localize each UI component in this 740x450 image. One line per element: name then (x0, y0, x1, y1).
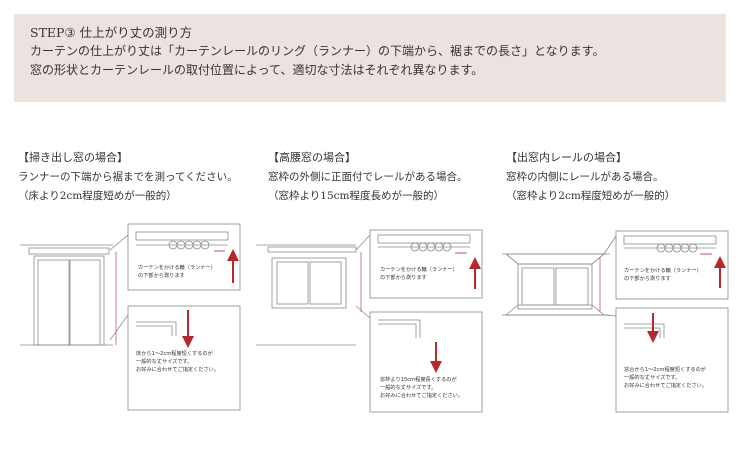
section-waist-window: 【高腰窓の場合】 窓枠の外側に正面付でレールがある場合。 （窓枠より15cm程度… (268, 148, 508, 206)
bay-window-rail-zoom (615, 230, 729, 300)
section-title: 【掃き出し窓の場合】 (18, 151, 128, 164)
floor-window-rail-zoom (127, 223, 241, 291)
step-title: STEP③ 仕上がり丈の測り方 (30, 25, 193, 40)
intro-panel: STEP③ 仕上がり丈の測り方 カーテンの仕上がり丈は「カーテンレールのリング（… (14, 14, 726, 102)
section-note: （窓枠より15cm程度長めが一般的） (268, 190, 444, 202)
floor-window-diagram (20, 234, 129, 346)
section-desc: 窓枠の内側にレールがある場合。 (506, 171, 664, 183)
section-bay-window: 【出窓内レールの場合】 窓枠の内側にレールがある場合。 （窓枠より2cm程度短め… (506, 148, 740, 206)
section-floor-window: 【掃き出し窓の場合】 ランナーの下端から裾までを測ってください。 （床より2cm… (18, 148, 258, 206)
section-note: （床より2cm程度短めが一般的） (18, 190, 177, 202)
hem-caption: 窓枠より15cm程度長くするのが一般的な丈サイズです。お好みに合わせてご指定くだ… (380, 377, 464, 399)
rail-caption: カーテンをかける輪（ランナー）の下部から測ります (138, 265, 216, 279)
waist-window-rail-zoom (369, 229, 483, 299)
bay-window-hem-zoom (615, 307, 729, 413)
bay-window-diagram (502, 235, 617, 317)
rail-caption: カーテンをかける輪（ランナー）の下部から測ります (624, 268, 702, 282)
section-note: （窓枠より2cm程度短めが一般的） (506, 190, 676, 202)
intro-line-1: カーテンの仕上がり丈は「カーテンレールのリング（ランナー）の下端から、裾までの長… (30, 44, 605, 58)
waist-window-hem-zoom (369, 311, 483, 413)
hem-caption: 床から1～2cm程度短くするのが一般的な丈サイズです。お好みに合わせてご指定くだ… (136, 351, 220, 373)
section-desc: 窓枠の外側に正面付でレールがある場合。 (268, 171, 468, 183)
hem-caption: 窓台から1～2cm程度短くするのが一般的な丈サイズです。お好みに合わせてご指定く… (624, 367, 708, 389)
section-desc: ランナーの下端から裾までを測ってください。 (18, 171, 238, 183)
floor-window-hem-zoom (127, 305, 241, 411)
waist-window-diagram (256, 234, 371, 346)
section-title: 【高腰窓の場合】 (268, 151, 356, 164)
rail-caption: カーテンをかける輪（ランナー）の下部から測ります (380, 267, 458, 281)
intro-line-2: 窓の形状とカーテンレールの取付位置によって、適切な寸法はそれぞれ異なります。 (30, 63, 484, 77)
section-title: 【出窓内レールの場合】 (506, 151, 627, 164)
